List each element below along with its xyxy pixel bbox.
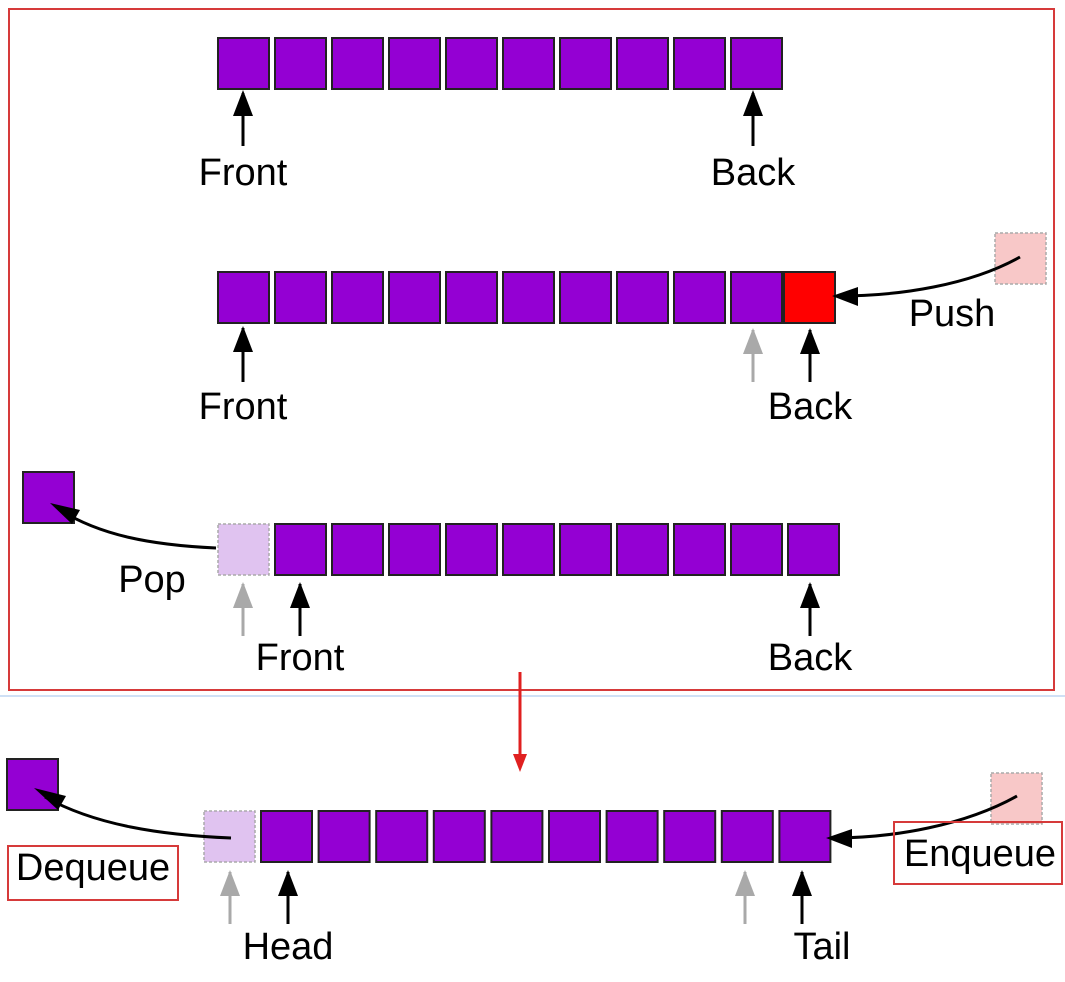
dequeue-arrowhead [34, 788, 66, 810]
row1-front-label: Front [199, 152, 288, 194]
incoming-cell [990, 772, 1043, 825]
row2-cell [673, 271, 726, 324]
row1-queue [217, 37, 783, 90]
head-pointer [278, 870, 298, 924]
transition-arrowhead [513, 754, 527, 772]
row3-cell [616, 523, 669, 576]
row1-back-label: Back [711, 152, 796, 194]
row2-cell [445, 271, 498, 324]
bottom-cell [720, 810, 774, 863]
row2-back-label: Back [768, 386, 853, 428]
row3-front-label: Front [256, 637, 345, 679]
row2-cell [274, 271, 327, 324]
row3-cell [274, 523, 327, 576]
row3-back-label: Back [768, 637, 853, 679]
row2-cell [502, 271, 555, 324]
push-arrowhead [832, 287, 858, 306]
enqueue-label-box [893, 821, 1063, 885]
row2-pushed-cell [783, 271, 836, 324]
row2-cell [559, 271, 612, 324]
row1-cell [730, 37, 783, 90]
bottom-cell [605, 810, 659, 863]
top-panel-frame [8, 8, 1055, 691]
bottom-old-tail-pointer [735, 870, 755, 924]
enqueue-arrow [831, 794, 1018, 840]
row2-cell [217, 271, 270, 324]
row3-cell [559, 523, 612, 576]
row3-removed-cell [217, 523, 270, 576]
row3-cell [331, 523, 384, 576]
bottom-cell [432, 810, 486, 863]
dequeue-label: Dequeue [16, 847, 170, 889]
row2-cell [616, 271, 669, 324]
row3-cell [730, 523, 783, 576]
bottom-queue [260, 810, 832, 863]
row1-cell [274, 37, 327, 90]
row1-cell [673, 37, 726, 90]
dequeue-label-box [7, 845, 179, 901]
row2-incoming-cell [994, 232, 1047, 285]
row2-cell [730, 271, 783, 324]
bottom-cell [663, 810, 717, 863]
row3-cell [673, 523, 726, 576]
row1-cell [388, 37, 441, 90]
bottom-cell [375, 810, 429, 863]
row2-front-pointer [233, 326, 253, 382]
enqueue-arrowhead [826, 829, 852, 848]
bottom-old-head-pointer [220, 870, 240, 924]
row1-cell [502, 37, 555, 90]
pop-label: Pop [118, 559, 186, 601]
row1-cell [331, 37, 384, 90]
row3-back-pointer [800, 582, 820, 636]
head-label: Head [243, 926, 334, 968]
pop-arrow [59, 508, 217, 550]
dequeue-arrow [44, 795, 232, 840]
row3-cell [502, 523, 555, 576]
bottom-cell [490, 810, 544, 863]
tail-pointer [792, 870, 812, 924]
row3-cell [445, 523, 498, 576]
row2-back-pointer [800, 328, 820, 382]
row2-cell [388, 271, 441, 324]
pop-arrowhead [50, 503, 80, 524]
row2-front-label: Front [199, 386, 288, 428]
row1-front-pointer [233, 90, 253, 146]
row1-back-pointer [743, 90, 763, 146]
bottom-cell [260, 810, 313, 863]
row3-cell [787, 523, 840, 576]
row3-cell [388, 523, 441, 576]
row2-queue [217, 271, 783, 324]
row2-cell [331, 271, 384, 324]
bottom-cell [778, 810, 832, 863]
row2-old-back-pointer [743, 328, 763, 382]
tail-label: Tail [793, 926, 850, 968]
bottom-cell [548, 810, 601, 863]
row3-old-front-pointer [233, 582, 253, 636]
bottom-cell [317, 810, 371, 863]
push-label: Push [909, 293, 996, 335]
row1-cell [559, 37, 612, 90]
enqueue-label: Enqueue [904, 833, 1056, 875]
row3-queue [274, 523, 840, 576]
row1-cell [616, 37, 669, 90]
row1-cell [445, 37, 498, 90]
push-arrow [837, 255, 1021, 298]
row3-front-pointer [290, 582, 310, 636]
row1-cell [217, 37, 270, 90]
